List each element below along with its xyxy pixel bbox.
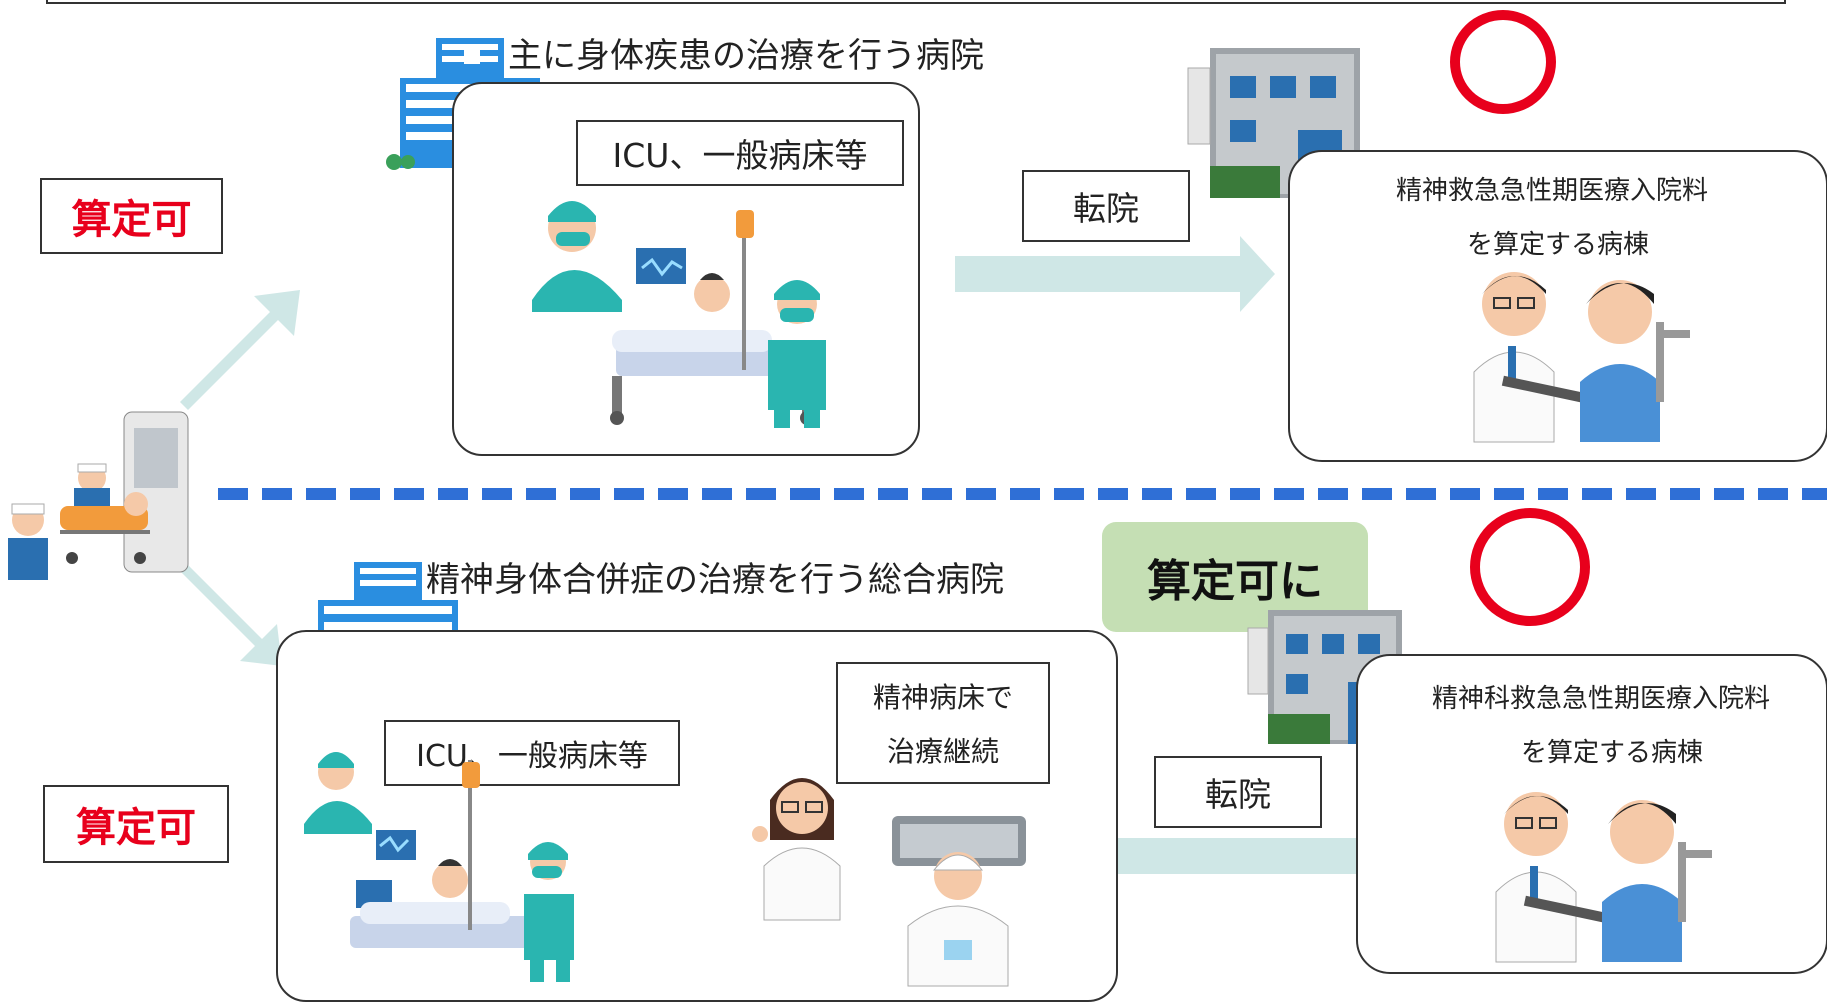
bottom-psych-line2: 治療継続 [886, 735, 999, 768]
patient-bed-icon [888, 816, 1030, 987]
top-ward-label: ICU、一般病床等 [612, 136, 868, 175]
bottom-status-box: 算定可 [43, 785, 229, 863]
bottom-hospital-title: 精神身体合併症の治療を行う総合病院 [426, 560, 1004, 600]
bottom-badge-label: 算定可に [1147, 556, 1323, 607]
top-dest-line1: 精神救急急性期医療入院料 [1396, 176, 1709, 206]
bottom-ward-label: ICU、一般病床等 [416, 739, 648, 774]
bottom-dest-frame [1356, 654, 1827, 974]
bottom-dest-line2: を算定する病棟 [1521, 738, 1704, 768]
top-transfer-box: 転院 [1022, 170, 1190, 242]
top-transfer-label: 転院 [1073, 189, 1139, 228]
top-dest-frame [1288, 150, 1827, 462]
bottom-ward-box: ICU、一般病床等 [384, 720, 680, 786]
arrow-up-right [180, 290, 300, 410]
icu-bed-icon [512, 180, 857, 430]
circle-ok-icon [1470, 508, 1590, 626]
doctor-patient-icon [1468, 262, 1698, 443]
ambulance-stretcher-icon [0, 408, 190, 590]
clinic-building-icon [1247, 610, 1404, 746]
bottom-status-label: 算定可 [76, 805, 196, 851]
icu-bed-icon [300, 750, 600, 990]
doctor-patient-icon [1490, 782, 1720, 963]
doctor-icon [750, 770, 854, 921]
top-status-box: 算定可 [40, 178, 223, 254]
top-dest-line2: を算定する病棟 [1467, 230, 1650, 260]
arrow-bottom-transfer [1048, 818, 1410, 894]
bottom-transfer-label: 転院 [1205, 775, 1271, 814]
bottom-psych-box: 精神病床で 治療継続 [836, 662, 1050, 784]
circle-ok-icon [1450, 10, 1556, 114]
top-hospital-title: 主に身体疾患の治療を行う病院 [508, 36, 984, 76]
arrow-top-transfer [955, 236, 1275, 312]
top-status-label: 算定可 [71, 197, 192, 243]
top-frame [46, 0, 1786, 4]
arrow-down-right [175, 559, 282, 666]
bottom-psych-line1: 精神病床で [872, 681, 1013, 714]
bottom-dest-line1: 精神科救急急性期医療入院料 [1432, 684, 1771, 714]
clinic-building-icon [1186, 48, 1361, 202]
top-ward-box: ICU、一般病床等 [576, 120, 904, 186]
bottom-transfer-box: 転院 [1154, 756, 1322, 828]
